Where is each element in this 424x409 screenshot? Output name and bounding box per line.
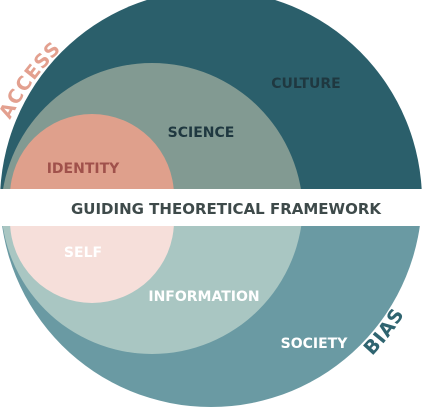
society-label: SOCIETY [281, 336, 349, 352]
identity-label: IDENTITY [47, 161, 120, 177]
culture-label: CULTURE [271, 76, 341, 92]
science-label: SCIENCE [168, 125, 235, 141]
identity-circle [10, 114, 174, 189]
information-label: INFORMATION [148, 289, 259, 305]
framework-band-label: GUIDING THEORETICAL FRAMEWORK [71, 200, 382, 218]
self-circle [10, 226, 174, 303]
self-label: SELF [64, 245, 102, 261]
